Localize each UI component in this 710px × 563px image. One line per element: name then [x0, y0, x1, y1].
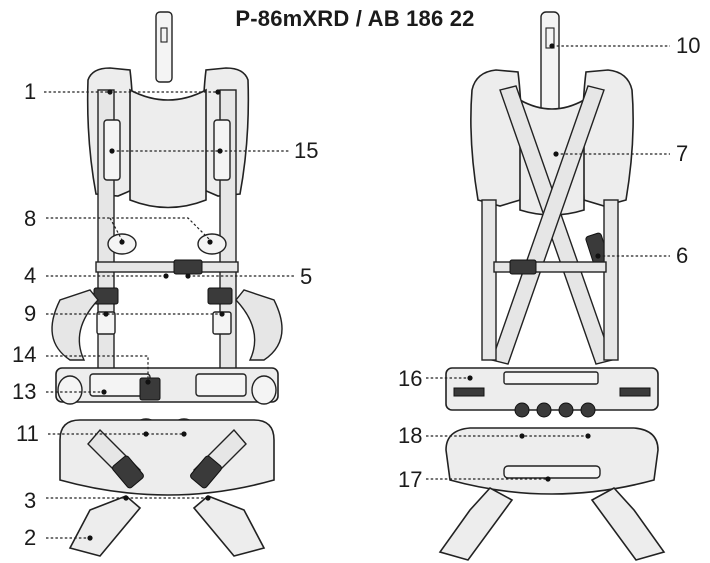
callout-number-3: 3 [24, 488, 36, 513]
callout-number-2: 2 [24, 525, 36, 550]
callout-number-17: 17 [398, 467, 422, 492]
callout-number-5: 5 [300, 264, 312, 289]
callout-number-15: 15 [294, 138, 318, 163]
callout-number-16: 16 [398, 366, 422, 391]
callout-number-13: 13 [12, 379, 36, 404]
callout-number-6: 6 [676, 243, 688, 268]
callout-number-18: 18 [398, 423, 422, 448]
callout-number-7: 7 [676, 141, 688, 166]
callout-leader-14 [46, 355, 149, 380]
callout-number-14: 14 [12, 342, 36, 367]
callout-number-9: 9 [24, 301, 36, 326]
callout-leader-8 [46, 217, 211, 241]
callout-number-8: 8 [24, 206, 36, 231]
callout-number-10: 10 [676, 33, 700, 58]
callout-number-11: 11 [16, 421, 39, 446]
callout-number-1: 1 [24, 79, 36, 104]
back-view-harness [438, 11, 666, 561]
callout-number-4: 4 [24, 263, 36, 288]
front-view-harness [51, 11, 283, 557]
diagram-title: P-86mXRD / AB 186 22 [235, 6, 475, 31]
